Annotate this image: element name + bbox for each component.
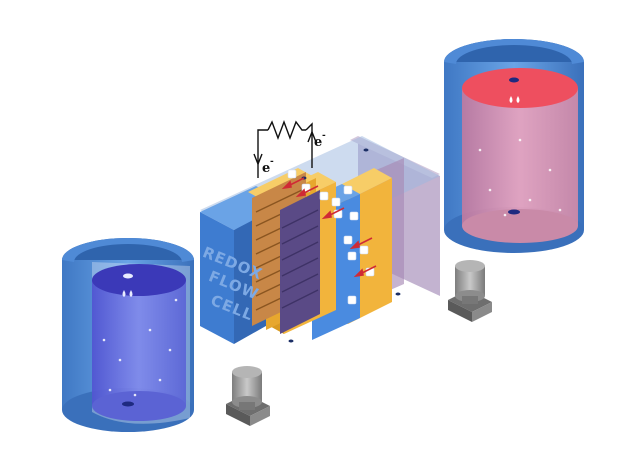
positive-electrolyte-surface bbox=[462, 68, 578, 108]
electron-label-left: e - bbox=[262, 157, 274, 176]
arrow-icon bbox=[281, 177, 377, 278]
negative-electrolyte-surface bbox=[92, 264, 186, 296]
svg-text:e: e bbox=[262, 161, 270, 176]
cell-stack: REDOX FLOW CELL bbox=[200, 136, 440, 344]
droplet-icon bbox=[122, 290, 133, 297]
pump-icon bbox=[226, 366, 270, 426]
svg-text:-: - bbox=[322, 131, 326, 141]
positive-electrolyte-tank bbox=[444, 39, 584, 253]
svg-text:-: - bbox=[270, 157, 274, 167]
negative-electrolyte-tank bbox=[62, 238, 194, 432]
droplet-icon bbox=[509, 96, 520, 103]
cell-front-face bbox=[200, 212, 234, 344]
electrode-plate bbox=[252, 172, 320, 334]
svg-text:e: e bbox=[314, 135, 322, 150]
ion-cubes bbox=[287, 169, 375, 305]
pump-icon bbox=[448, 260, 492, 322]
resistor-icon bbox=[267, 120, 306, 140]
electron-label-right: e - bbox=[314, 131, 326, 150]
external-circuit bbox=[253, 120, 317, 178]
